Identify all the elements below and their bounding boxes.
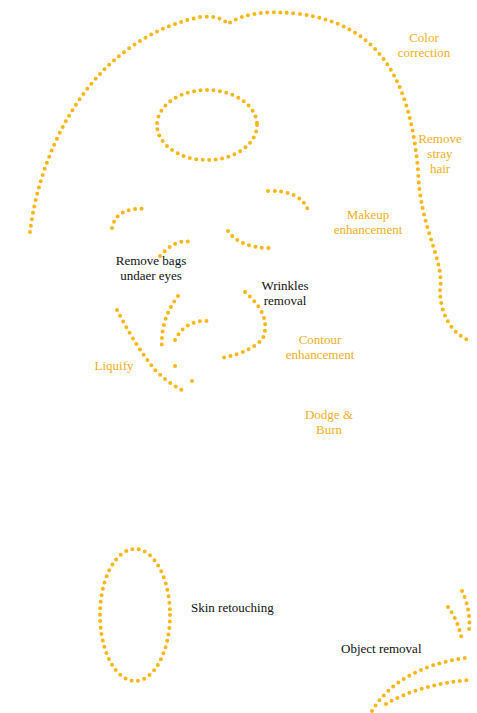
cheek-line	[222, 292, 265, 358]
right-under-eye	[228, 231, 270, 248]
object-line	[448, 607, 462, 640]
forehead-ellipse	[157, 90, 257, 160]
head-outline	[30, 12, 468, 340]
annotation-label: Wrinkles removal	[261, 278, 308, 308]
annotation-label: Color correction	[398, 30, 451, 60]
annotation-label: Contour enhancement	[286, 332, 355, 362]
left-eyebrow	[112, 209, 145, 228]
jaw-line	[117, 310, 182, 390]
nose-line	[175, 321, 208, 340]
right-eyebrow	[268, 191, 308, 210]
annotation-label: Dodge & Burn	[300, 407, 358, 437]
jaw-line	[175, 366, 176, 368]
annotation-label: Makeup enhancement	[334, 207, 403, 237]
jaw-line	[192, 381, 193, 383]
annotation-label: Object removal	[341, 641, 422, 656]
annotation-label: Liquify	[95, 358, 134, 373]
object-line	[462, 591, 469, 630]
annotation-label: Remove bags undaer eyes	[105, 253, 197, 283]
annotation-label: Skin retouching	[191, 600, 274, 615]
annotation-label: Remove stray hair	[418, 131, 461, 176]
skin-ellipse	[100, 549, 170, 681]
object-line	[386, 680, 470, 704]
